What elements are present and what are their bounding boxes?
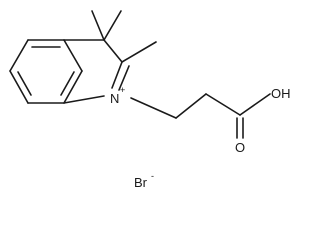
bond <box>63 95 105 104</box>
bond <box>239 93 271 116</box>
bond <box>63 39 83 72</box>
bond <box>130 97 177 119</box>
methyl-bond <box>91 10 105 41</box>
double-bond <box>118 65 130 91</box>
chemical-structure-diagram: N + OH O Br - <box>9 10 291 190</box>
bond <box>175 93 207 119</box>
bond <box>205 93 241 116</box>
carbonyl-oxygen-label: O <box>235 140 245 155</box>
bromide-label: Br <box>134 175 148 190</box>
bond <box>9 39 29 72</box>
nitrogen-label: N <box>110 91 119 106</box>
methyl-bond <box>103 10 122 41</box>
methyl-bond <box>121 41 157 63</box>
carboxyethyl-chain <box>130 93 271 139</box>
bond <box>111 61 123 89</box>
bromide-charge: - <box>151 171 154 181</box>
bond <box>9 70 29 104</box>
indolium-ring <box>63 39 130 104</box>
double-bond-inner <box>60 71 75 96</box>
methyl-groups <box>91 10 157 63</box>
bond <box>63 70 83 104</box>
benzene-ring <box>9 39 83 104</box>
nitrogen-charge: + <box>120 85 125 95</box>
bond <box>103 39 123 63</box>
hydroxyl-label: OH <box>271 86 291 101</box>
double-bond-inner <box>17 71 32 96</box>
